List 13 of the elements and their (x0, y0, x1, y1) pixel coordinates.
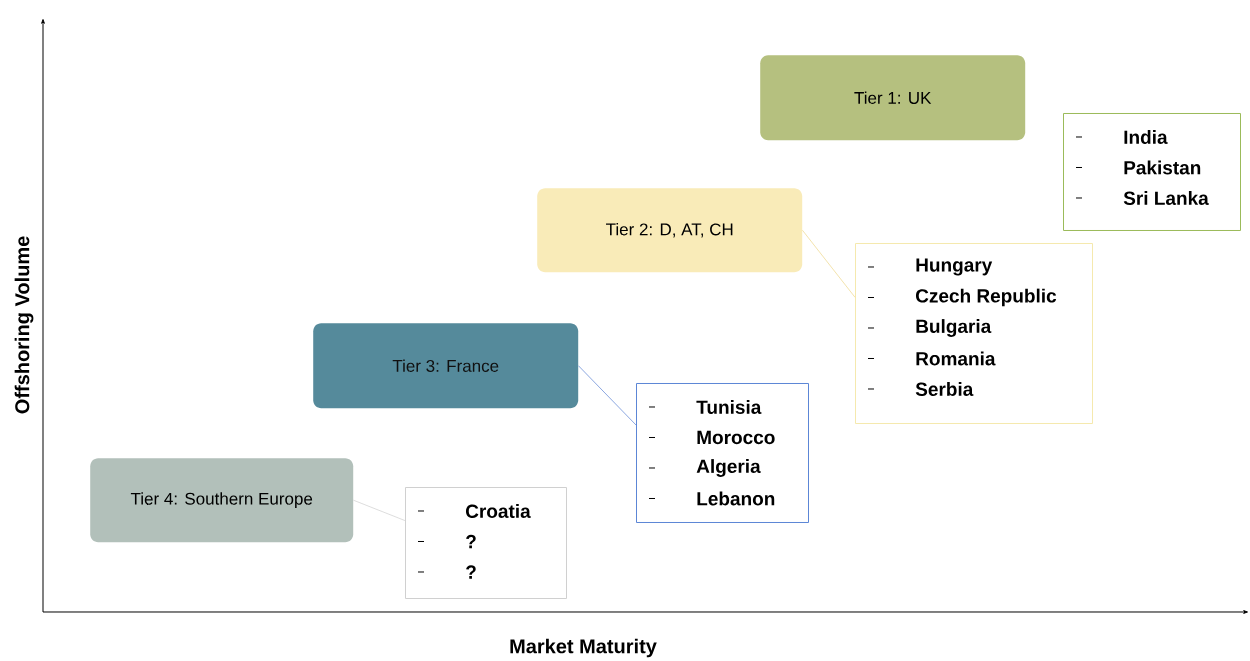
tier-box: Tier 1: UK (760, 55, 1026, 141)
leader-line (578, 365, 637, 426)
country-list-box: Hungary Czech Republic Bulgaria Romania Serbia (855, 243, 1093, 424)
tier-box: Tier 2: D, AT, CH (537, 188, 803, 273)
country-list-box: Croatia ? ? (405, 487, 567, 599)
country-list-box: Tunisia Morocco Algeria Lebanon (636, 383, 809, 523)
leader-line (353, 499, 406, 521)
tier-box: Tier 4: Southern Europe (90, 458, 354, 543)
axis-title: Offshoring Volume (14, 236, 34, 414)
country-list-box: India Pakistan Sri Lanka (1063, 113, 1241, 231)
axis-title: Market Maturity (510, 638, 657, 658)
tier-box: Tier 3: France (313, 323, 579, 409)
leader-line (802, 229, 856, 298)
